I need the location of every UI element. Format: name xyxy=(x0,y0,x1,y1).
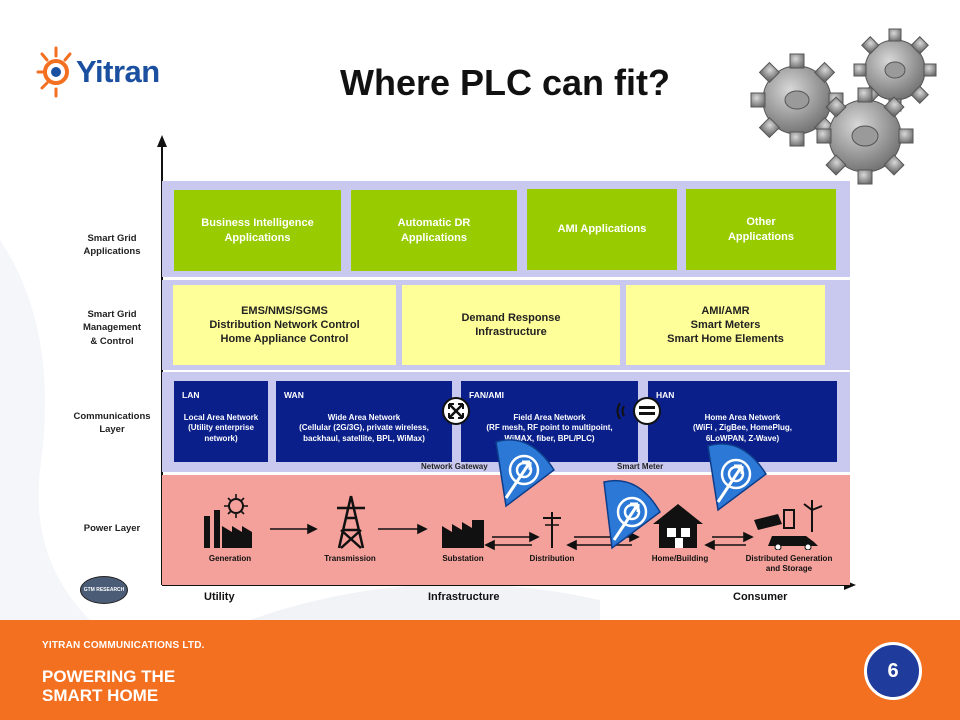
gears-icon xyxy=(750,28,937,185)
footer-bar xyxy=(0,620,960,720)
mgmt-ami-amr: AMI/AMR Smart Meters Smart Home Elements xyxy=(626,285,825,365)
substation-label: Substation xyxy=(442,554,484,563)
transmission-icon xyxy=(337,495,365,549)
smart-meter-icon xyxy=(616,397,661,425)
network-gateway-icon xyxy=(442,397,470,425)
page-number: 6 xyxy=(864,642,922,700)
mgmt-ems: EMS/NMS/SGMS Distribution Network Contro… xyxy=(173,285,396,365)
axis-label-infrastructure: Infrastructure xyxy=(428,591,500,603)
plc-marker-icon xyxy=(495,439,556,508)
network-lan-title: LAN xyxy=(182,390,200,400)
gtm-research-logo: GTM RESEARCH xyxy=(80,576,128,604)
app-automatic-dr: Automatic DR Applications xyxy=(351,190,517,271)
tagline: POWERING THE SMART HOME xyxy=(42,667,176,705)
home-building-icon xyxy=(653,504,703,548)
plc-marker-icon xyxy=(603,479,661,550)
network-lan: LAN Local Area Network (Utility enterpri… xyxy=(174,381,268,462)
slide-title: Where PLC can fit? xyxy=(339,62,671,103)
smart-meter-label: Smart Meter xyxy=(617,462,664,471)
network-wan: WAN Wide Area Network (Cellular (2G/3G),… xyxy=(276,381,452,462)
network-fan-desc: Field Area Network (RF mesh, RF point to… xyxy=(486,413,613,443)
mgmt-demand-response: Demand Response Infrastructure xyxy=(402,285,620,365)
layer-label-applications: Smart Grid Applications xyxy=(83,233,141,258)
distributed-generation-icon xyxy=(754,500,823,550)
plc-marker-icon xyxy=(707,443,768,512)
yitran-logo: Yitran xyxy=(76,54,160,89)
axis-label-consumer: Consumer xyxy=(733,591,788,603)
network-lan-desc: Local Area Network (Utility enterprise n… xyxy=(183,413,259,443)
distribution-label: Distribution xyxy=(529,554,575,563)
app-other: Other Applications xyxy=(686,189,836,270)
network-han-title: HAN xyxy=(656,390,675,400)
distribution-icon xyxy=(543,512,561,548)
axis-label-utility: Utility xyxy=(204,591,235,603)
company-name: YITRAN COMMUNICATIONS LTD. xyxy=(42,640,205,651)
distributed-generation-label: Distributed Generation and Storage xyxy=(745,554,833,573)
transmission-label: Transmission xyxy=(324,554,376,563)
network-wan-desc: Wide Area Network (Cellular (2G/3G), pri… xyxy=(299,413,429,443)
network-fan-title: FAN/AMI xyxy=(469,390,504,400)
generation-label: Generation xyxy=(208,554,252,563)
network-han-desc: Home Area Network (WiFi , ZigBee, HomePl… xyxy=(692,413,793,443)
app-business-intelligence: Business Intelligence Applications xyxy=(174,190,341,271)
substation-icon xyxy=(442,520,484,548)
network-han: HAN Home Area Network (WiFi , ZigBee, Ho… xyxy=(648,381,837,462)
layer-label-management: Smart Grid Management & Control xyxy=(82,309,142,347)
yitran-sun-icon xyxy=(36,46,72,98)
generation-icon xyxy=(204,494,252,548)
home-building-label: Home/Building xyxy=(651,554,709,563)
network-gateway-label: Network Gateway xyxy=(421,462,488,471)
layer-label-power: Power Layer xyxy=(83,523,141,534)
app-ami: AMI Applications xyxy=(527,189,677,270)
layer-label-communications: Communications Layer xyxy=(73,411,151,436)
network-wan-title: WAN xyxy=(284,390,304,400)
network-fan-ami: FAN/AMI Field Area Network (RF mesh, RF … xyxy=(461,381,638,462)
